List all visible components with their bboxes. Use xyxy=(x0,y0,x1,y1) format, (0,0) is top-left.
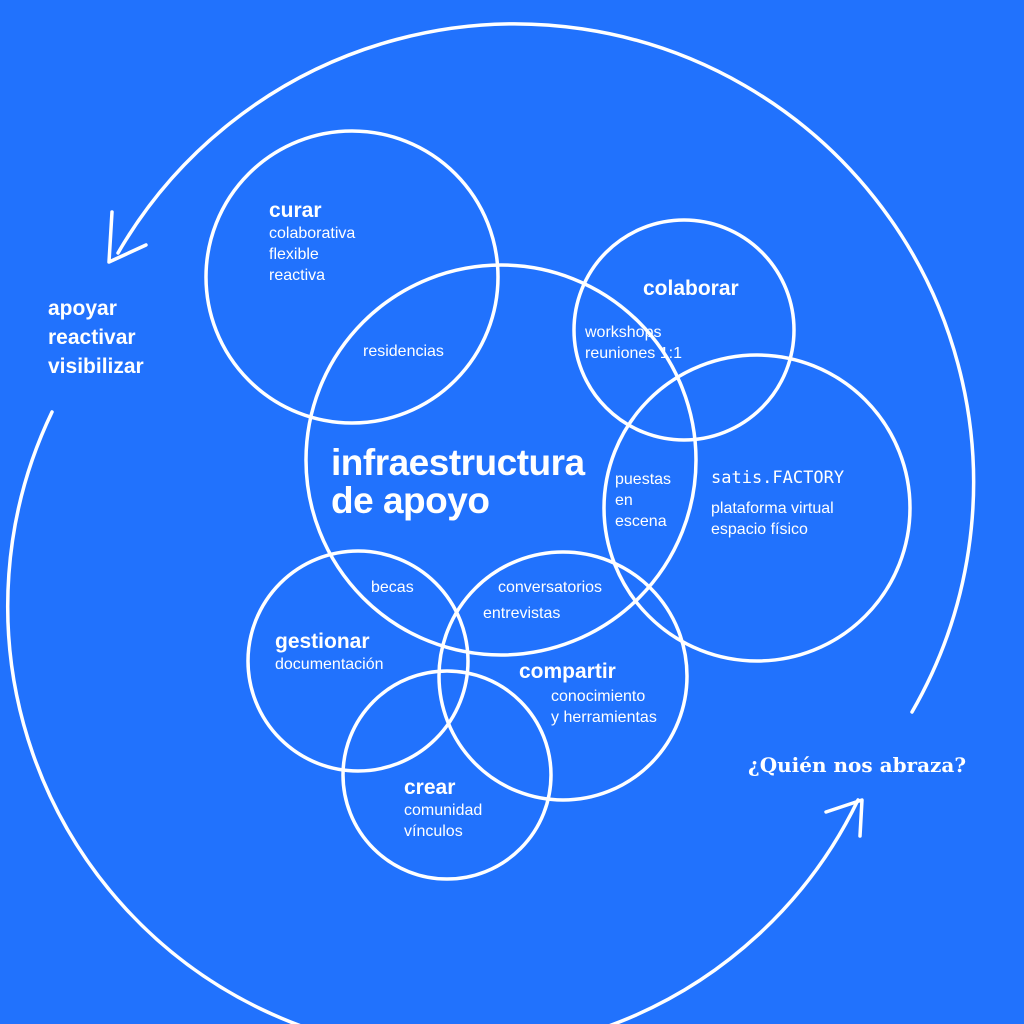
node-compartir-item: conocimiento xyxy=(551,688,646,705)
overlap-puestas-en-escena: puestas en escena xyxy=(615,469,671,532)
cycle-action-apoyar: apoyar xyxy=(48,297,117,320)
cycle-action-reactivar: reactivar xyxy=(48,326,136,349)
overlap-workshops-line: reuniones 1:1 xyxy=(585,345,682,362)
node-satis-factory-item: espacio físico xyxy=(711,521,808,538)
node-compartir-items: conocimiento y herramientas xyxy=(551,686,657,728)
node-gestionar: gestionar documentación xyxy=(275,630,384,675)
question-label: ¿Quién nos abraza? xyxy=(748,753,967,777)
overlap-residencias: residencias xyxy=(363,343,444,360)
cycle-actions-label: apoyar reactivar visibilizar xyxy=(48,294,144,381)
overlap-puestas-line: puestas xyxy=(615,471,672,488)
node-crear-items: comunidad vínculos xyxy=(404,800,482,842)
node-satis-factory-items: plataforma virtual espacio físico xyxy=(711,498,844,540)
circle-curar xyxy=(204,129,500,425)
circle-infraestructura xyxy=(304,263,698,657)
overlap-workshops-line: workshops xyxy=(585,324,662,341)
node-curar-title: curar xyxy=(269,199,322,222)
node-crear: crear comunidad vínculos xyxy=(404,776,482,842)
circle-crear xyxy=(341,669,553,881)
circle-colaborar xyxy=(572,218,796,442)
outer-cycle-arc-top-right xyxy=(116,22,976,714)
node-curar: curar colaborativa flexible reactiva xyxy=(269,199,355,286)
overlap-conversatorios: conversatorios xyxy=(498,579,603,596)
node-colaborar-title: colaborar xyxy=(643,277,739,300)
node-curar-item: reactiva xyxy=(269,267,326,284)
node-curar-item: flexible xyxy=(269,246,319,263)
node-satis-factory-item: plataforma virtual xyxy=(711,500,834,517)
node-crear-item: comunidad xyxy=(404,802,483,819)
circle-compartir xyxy=(437,550,689,802)
overlap-puestas-line: en xyxy=(615,492,633,509)
node-curar-item: colaborativa xyxy=(269,225,356,242)
node-satis-factory: satis.FACTORY plataforma virtual espacio… xyxy=(711,466,844,540)
node-compartir-title: compartir xyxy=(519,660,616,683)
circle-satis-factory xyxy=(602,353,912,663)
center-title-line: infraestructura xyxy=(331,442,585,483)
arrow-head-bottom-right-icon xyxy=(824,798,864,838)
circle-gestionar xyxy=(246,549,470,773)
node-curar-items: colaborativa flexible reactiva xyxy=(269,223,355,286)
node-crear-item: vínculos xyxy=(404,823,463,840)
arrow-head-top-left-icon xyxy=(107,210,148,264)
overlap-puestas-line: escena xyxy=(615,513,667,530)
node-compartir-item: y herramientas xyxy=(551,709,657,726)
node-satis-factory-title: satis.FACTORY xyxy=(711,468,845,488)
overlap-workshops: workshops reuniones 1:1 xyxy=(585,322,682,364)
cycle-action-visibilizar: visibilizar xyxy=(48,355,144,378)
center-title-line: de apoyo xyxy=(331,480,490,521)
center-title: infraestructura de apoyo xyxy=(331,444,585,520)
node-gestionar-item: documentación xyxy=(275,656,384,673)
node-gestionar-title: gestionar xyxy=(275,630,370,653)
overlap-becas: becas xyxy=(371,579,414,596)
outer-cycle-arc-bottom-left xyxy=(6,410,860,1024)
node-crear-title: crear xyxy=(404,776,456,799)
overlap-entrevistas: entrevistas xyxy=(483,605,561,622)
